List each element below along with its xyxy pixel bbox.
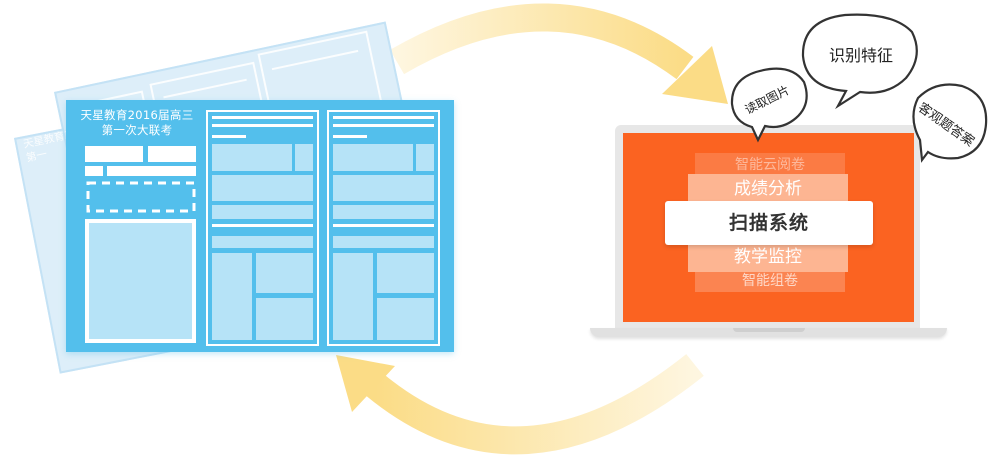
exam-paper-title: 天星教育2016届高三 第一次大联考 [78, 108, 196, 138]
module-teaching-monitor: 教学监控 [688, 243, 848, 272]
exam-left-column [85, 146, 196, 343]
laptop-base [590, 328, 947, 337]
exam-middle-column [206, 110, 319, 346]
exam-title-line1: 天星教育2016届高三 [80, 108, 194, 122]
laptop-notch [733, 328, 805, 332]
module-cloud-marking: 智能云阅卷 [695, 153, 845, 177]
bottom-arrow [336, 354, 704, 455]
module-scanning-system: 扫描系统 [665, 201, 873, 245]
exam-title-line2: 第一次大联考 [101, 123, 173, 137]
bubble-recognize-features [801, 13, 918, 110]
bubble-objective-answers [912, 83, 988, 163]
module-score-analysis: 成绩分析 [688, 174, 848, 204]
module-smart-paper: 智能组卷 [695, 270, 845, 292]
bubble-read-image [730, 67, 808, 143]
exam-right-column [327, 110, 440, 346]
bubble-recognize-features-text: 识别特征 [828, 46, 893, 65]
top-arrow [389, 3, 728, 104]
